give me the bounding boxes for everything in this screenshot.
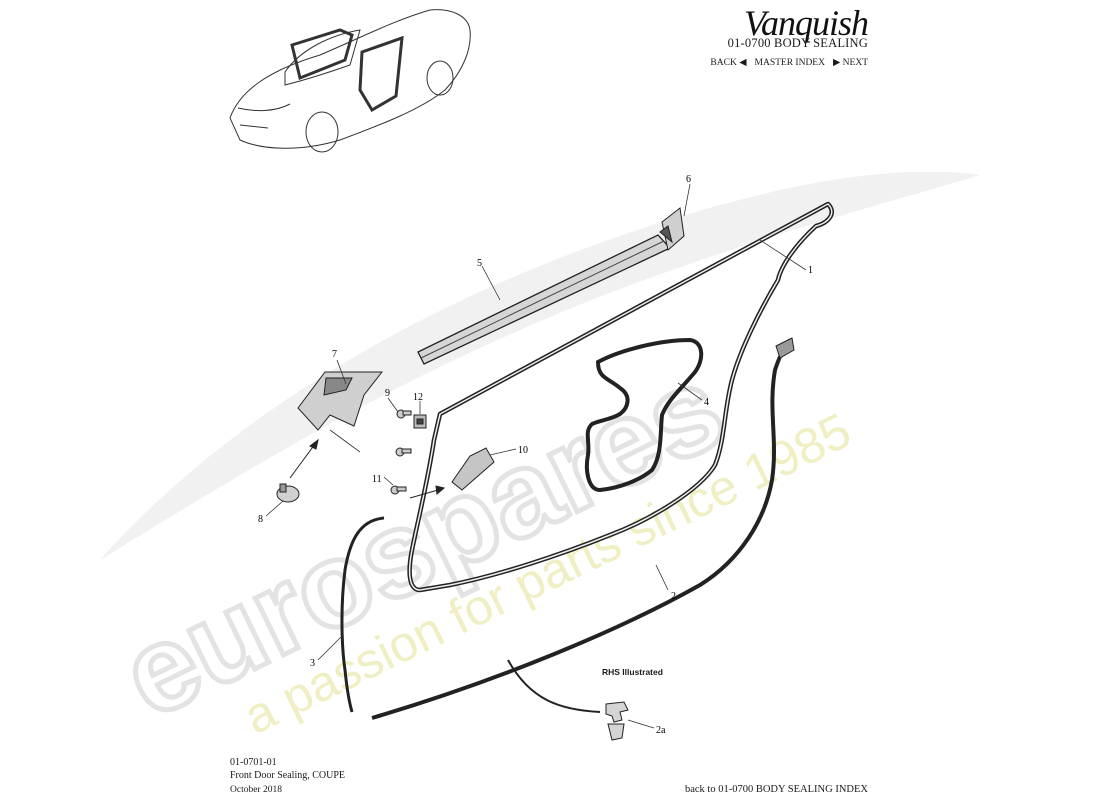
back-label: BACK [710, 58, 737, 68]
assembly-arrows [289, 438, 446, 499]
detail-arc [507, 659, 601, 713]
master-index-link[interactable]: MASTER INDEX [754, 57, 825, 68]
part-2-lower-seal [371, 337, 795, 720]
next-label: NEXT [842, 58, 868, 68]
callout-1: 1 [808, 265, 813, 276]
part-11-screws [390, 447, 412, 495]
rhs-note: RHS Illustrated [602, 667, 663, 677]
page-date: October 2018 [230, 785, 282, 795]
part-10-bracket [451, 447, 495, 491]
callout-8: 8 [258, 514, 263, 525]
next-link[interactable]: ▶ NEXT [833, 57, 868, 68]
part-4-inner-seal [584, 337, 704, 493]
callout-3: 3 [310, 658, 315, 669]
next-arrow-icon: ▶ [832, 58, 841, 68]
callout-6: 6 [686, 174, 691, 185]
part-12-nut [413, 414, 427, 429]
part-2a-clip [605, 701, 629, 741]
page-id: 01-0701-01 [230, 757, 277, 768]
callout-7: 7 [332, 349, 337, 360]
part-6-corner-trim [659, 207, 685, 251]
nav-bar: BACK ◀ MASTER INDEX ▶ NEXT [710, 57, 868, 69]
callout-5: 5 [477, 258, 482, 269]
section-title: 01-0700 BODY SEALING [727, 36, 868, 50]
part-1-door-seal-highlight [408, 203, 833, 591]
callout-2: 2 [671, 591, 676, 602]
part-9-screw [396, 409, 412, 419]
leader-lines [265, 183, 807, 729]
callouts: 1 2 2a 3 4 5 6 7 8 9 10 11 12 [258, 174, 813, 736]
page-name: Front Door Sealing, COUPE [230, 770, 345, 781]
car-thumbnail [229, 9, 471, 153]
part-8-clip [276, 483, 300, 503]
back-to-index-link[interactable]: back to 01-0700 BODY SEALING INDEX [684, 784, 868, 795]
callout-12: 12 [413, 392, 423, 403]
callout-4: 4 [704, 397, 709, 408]
part-3-pillar-seal [340, 516, 385, 713]
callout-9: 9 [385, 388, 390, 399]
callout-10: 10 [518, 445, 528, 456]
callout-11: 11 [372, 474, 382, 485]
callout-2a: 2a [656, 725, 666, 736]
back-arrow-icon: ◀ [739, 58, 747, 68]
back-link[interactable]: BACK ◀ [710, 57, 746, 68]
brand-logo: Vanquish [743, 3, 869, 43]
part-5-upper-seal [417, 234, 672, 365]
